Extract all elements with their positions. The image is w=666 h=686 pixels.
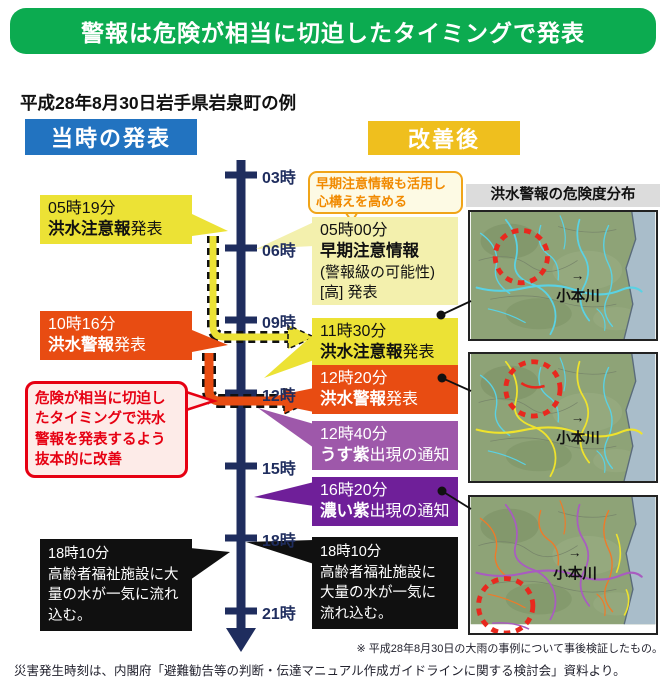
early-info-note-bubble: 早期注意情報も活用し心構えを高める [308,171,463,215]
event-time: 05時19分 [48,200,116,217]
event-time: 11時30分 [320,323,387,340]
attention-circle-icon [503,359,563,419]
river-extreme-segment [520,382,545,389]
event-after-warning: 12時20分 洪水警報発表 [312,365,458,414]
event-keyword: 濃い紫 [320,502,370,521]
event-text: 高齢者福祉施設に大量の水が一気に流れ込む。 [48,566,179,624]
column-label-before: 当時の発表 [25,119,197,155]
event-before-warning: 10時16分 洪水警報発表 [40,311,192,360]
column-label-after: 改善後 [368,121,520,155]
timeline-arrowhead-icon [226,628,256,652]
event-after-light-purple: 12時40分 うす紫出現の通知 [312,421,458,470]
river-label: 小本川 [553,565,597,583]
event-time: 18時10分 [320,544,382,560]
event-keyword: 早期注意情報 [320,242,419,261]
event-time: 05時00分 [320,222,388,239]
event-after-dark-purple: 16時20分 濃い紫出現の通知 [312,477,458,526]
event-keyword: うす紫 [320,446,370,465]
river-arrow-icon: → [571,410,585,425]
event-time: 12時20分 [320,370,388,387]
verification-note: ※ 平成28年8月30日の大雨の事例について事後検証したもの。 [356,643,663,655]
event-time: 12時40分 [320,426,388,443]
event-before-advisory: 05時19分 洪水注意報発表 [40,195,192,244]
event-time: 16時20分 [320,482,388,499]
page-title: 警報は危険が相当に切迫したタイミングで発表 [10,8,656,54]
river-label: 小本川 [556,429,600,447]
tick-label-12: 12時 [262,388,296,405]
river-danger-segment [492,622,530,630]
tick-label-03: 03時 [262,170,296,187]
event-after-disaster: 18時10分 高齢者福祉施設に大量の水が一気に流れ込む。 [312,537,458,630]
event-keyword: 洪水警報 [320,390,386,409]
river-warning-segment [623,588,630,616]
improvement-note-bubble: 危険が相当に切迫したタイミングで洪水警報を発表するよう抜本的に改善 [25,381,188,479]
river-arrow-icon: → [568,545,582,560]
event-time: 10時16分 [48,316,116,333]
attention-circle-icon [492,227,550,286]
river-arrow-icon: → [571,268,585,283]
source-note: 災害発生時刻は、内閣府「避難勧告等の判断・伝達マニュアル作成ガイドラインに関する… [14,664,626,678]
event-before-disaster: 18時10分 高齢者福祉施設に大量の水が一気に流れ込む。 [40,539,192,632]
event-keyword: 洪水注意報 [48,220,131,239]
risk-map-1810: → 小本川 [468,495,658,635]
event-keyword: 洪水注意報 [320,343,403,362]
event-keyword: 洪水警報 [48,336,114,355]
tick-label-09: 09時 [262,315,296,332]
risk-map-0500: → 小本川 [468,210,658,341]
river-label: 小本川 [556,287,600,305]
tick-label-15: 15時 [262,461,296,478]
terrain [470,354,656,481]
river-warning-segment [615,533,622,574]
event-time: 18時10分 [48,546,110,562]
event-after-advisory: 11時30分 洪水注意報発表 [312,318,458,367]
warning-shift-arrow [202,353,314,416]
risk-map-title: 洪水警報の危険度分布 [466,184,660,207]
tick-label-21: 21時 [262,606,296,623]
example-subtitle: 平成28年8月30日岩手県岩泉町の例 [20,93,297,113]
attention-circle-icon [476,576,536,633]
event-after-early-info: 05時00分 早期注意情報 (警報級の可能性) [高] 発表 [312,217,458,306]
terrain [470,212,656,339]
page-title-text: 警報は危険が相当に切迫したタイミングで発表 [81,20,585,46]
tick-label-06: 06時 [262,243,296,260]
tick-label-18: 18時 [262,533,296,550]
event-text: 高齢者福祉施設に大量の水が一気に流れ込む。 [320,564,436,622]
timeline-ticks [225,171,257,615]
risk-map-1220: → 小本川 [468,352,658,483]
